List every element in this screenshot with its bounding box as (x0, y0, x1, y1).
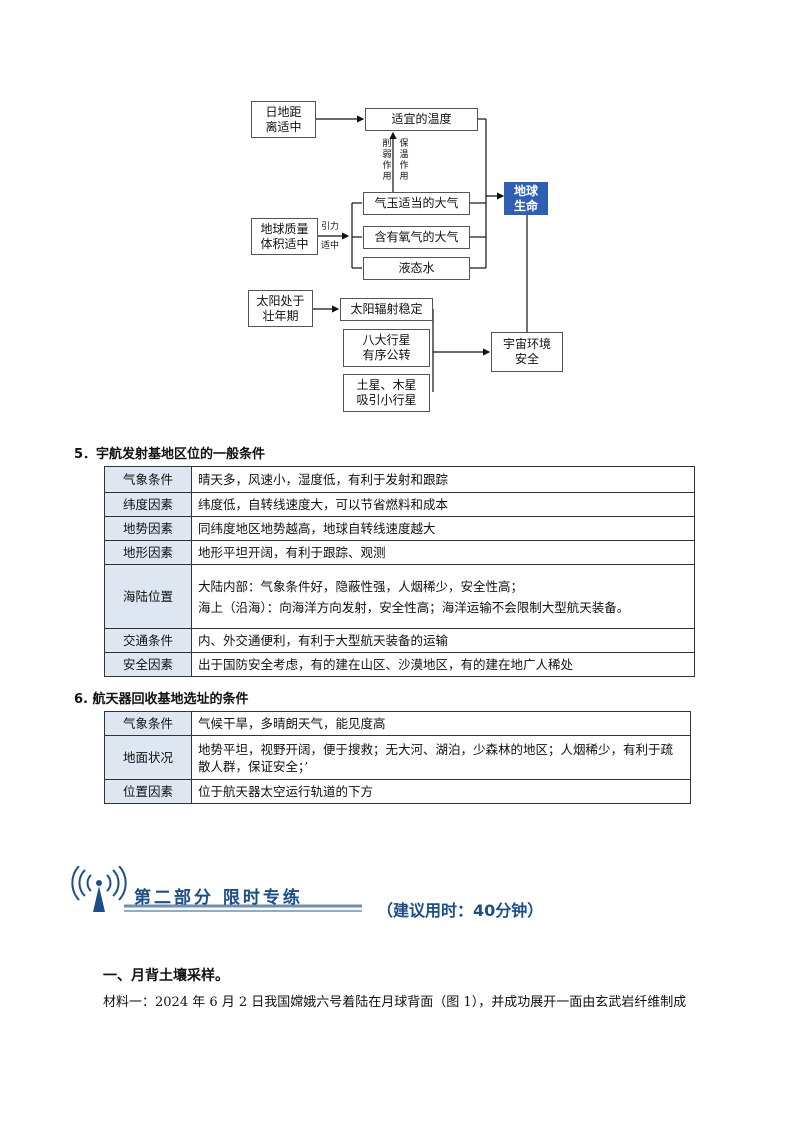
row-value: 气候干旱，多晴朗天气，能见度高 (191, 711, 691, 736)
label-gravity: 引力 (321, 222, 340, 232)
row-key: 地形因素 (104, 540, 192, 565)
box-planets: 八大行星有序公转 (343, 329, 430, 367)
row-value: 大陆内部：气象条件好，隐蔽性强，人烟稀少，安全性高； 海上（沿海）：向海洋方向发射… (191, 564, 695, 629)
row-key: 交通条件 (104, 628, 192, 653)
banner-graphic (71, 866, 362, 912)
row-key: 气象条件 (104, 711, 192, 736)
row-key: 位置因素 (104, 779, 192, 804)
section5-heading: 5．宇航发射基地区位的一般条件 (74, 447, 266, 462)
section6-heading: 6. 航天器回收基地选址的条件 (74, 692, 249, 707)
row-value: 同纬度地区地势越高，地球自转线速度越大 (191, 516, 695, 541)
part1-heading: 一、月背土壤采样。 (103, 968, 229, 984)
table-row: 气象条件晴天多，风速小，湿度低，有利于发射和跟踪 (104, 466, 695, 493)
row-key: 海陆位置 (104, 564, 192, 629)
row-key: 气象条件 (104, 466, 192, 493)
label-weaken: 削弱作用 (382, 139, 392, 182)
launch-base-table: 气象条件晴天多，风速小，湿度低，有利于发射和跟踪纬度因素纬度低，自转线速度大，可… (104, 466, 695, 677)
box-earth-life: 地球生命 (504, 182, 548, 215)
antenna-icon (71, 866, 127, 912)
table-row: 地势因素同纬度地区地势越高，地球自转线速度越大 (104, 516, 695, 541)
table-row: 海陆位置大陆内部：气象条件好，隐蔽性强，人烟稀少，安全性高； 海上（沿海）：向海洋… (104, 564, 695, 629)
box-temperature: 适宜的温度 (365, 108, 478, 131)
row-value-line: 海上（沿海）：向海洋方向发射，安全性高；海洋运输不会限制大型航天装备。 (198, 599, 630, 615)
row-value-line: 大陆内部：气象条件好，隐蔽性强，人烟稀少，安全性高； (198, 578, 524, 594)
box-atmosphere: 气玉适当的大气 (363, 192, 470, 215)
box-safe-env: 宇宙环境安全 (491, 332, 563, 372)
row-key: 纬度因素 (104, 492, 192, 517)
row-key: 安全因素 (104, 652, 192, 677)
banner-time: （建议用时：40分钟） (377, 901, 544, 920)
label-moderate: 适中 (321, 241, 340, 251)
table-row: 交通条件内、外交通便利，有利于大型航天装备的运输 (104, 628, 695, 653)
diagram-connectors (313, 115, 531, 392)
material-one-text: 材料一：2024 年 6 月 2 日我国嫦娥六号着陆在月球背面（图 1），并成功… (103, 995, 687, 1010)
row-key: 地势因素 (104, 516, 192, 541)
row-value: 地势平坦，视野开阔，便于搜救；无大河、湖泊，少森林的地区；人烟稀少，有利于疏散人… (191, 735, 691, 780)
row-value: 地形平坦开阔，有利于跟踪、观测 (191, 540, 695, 565)
box-water: 液态水 (363, 257, 470, 280)
box-radiation: 太阳辐射稳定 (340, 298, 433, 321)
box-jupiter: 土星、木星吸引小行星 (343, 374, 430, 412)
row-value: 位于航天器太空运行轨道的下方 (191, 779, 691, 804)
table-row: 地面状况地势平坦，视野开阔，便于搜救；无大河、湖泊，少森林的地区；人烟稀少，有利… (104, 735, 691, 780)
table-row: 位置因素位于航天器太空运行轨道的下方 (104, 779, 691, 804)
banner-title: 第二部分 限时专练 (134, 888, 303, 908)
row-key: 地面状况 (104, 735, 192, 780)
box-sun-age: 太阳处于壮年期 (248, 290, 313, 327)
recovery-base-table: 气象条件气候干旱，多晴朗天气，能见度高地面状况地势平坦，视野开阔，便于搜救；无大… (104, 711, 691, 804)
row-value: 出于国防安全考虑，有的建在山区、沙漠地区，有的建在地广人稀处 (191, 652, 695, 677)
table-row: 地形因素地形平坦开阔，有利于跟踪、观测 (104, 540, 695, 565)
label-insulate: 保温作用 (399, 139, 409, 182)
box-sun-distance: 日地距离适中 (251, 101, 316, 138)
table-row: 气象条件气候干旱，多晴朗天气，能见度高 (104, 711, 691, 736)
box-oxygen: 含有氧气的大气 (363, 226, 470, 249)
box-earth-mass: 地球质量体积适中 (251, 218, 318, 255)
row-value: 内、外交通便利，有利于大型航天装备的运输 (191, 628, 695, 653)
row-value: 纬度低，自转线速度大，可以节省燃料和成本 (191, 492, 695, 517)
row-value: 晴天多，风速小，湿度低，有利于发射和跟踪 (191, 466, 695, 493)
table-row: 安全因素出于国防安全考虑，有的建在山区、沙漠地区，有的建在地广人稀处 (104, 652, 695, 677)
table-row: 纬度因素纬度低，自转线速度大，可以节省燃料和成本 (104, 492, 695, 517)
